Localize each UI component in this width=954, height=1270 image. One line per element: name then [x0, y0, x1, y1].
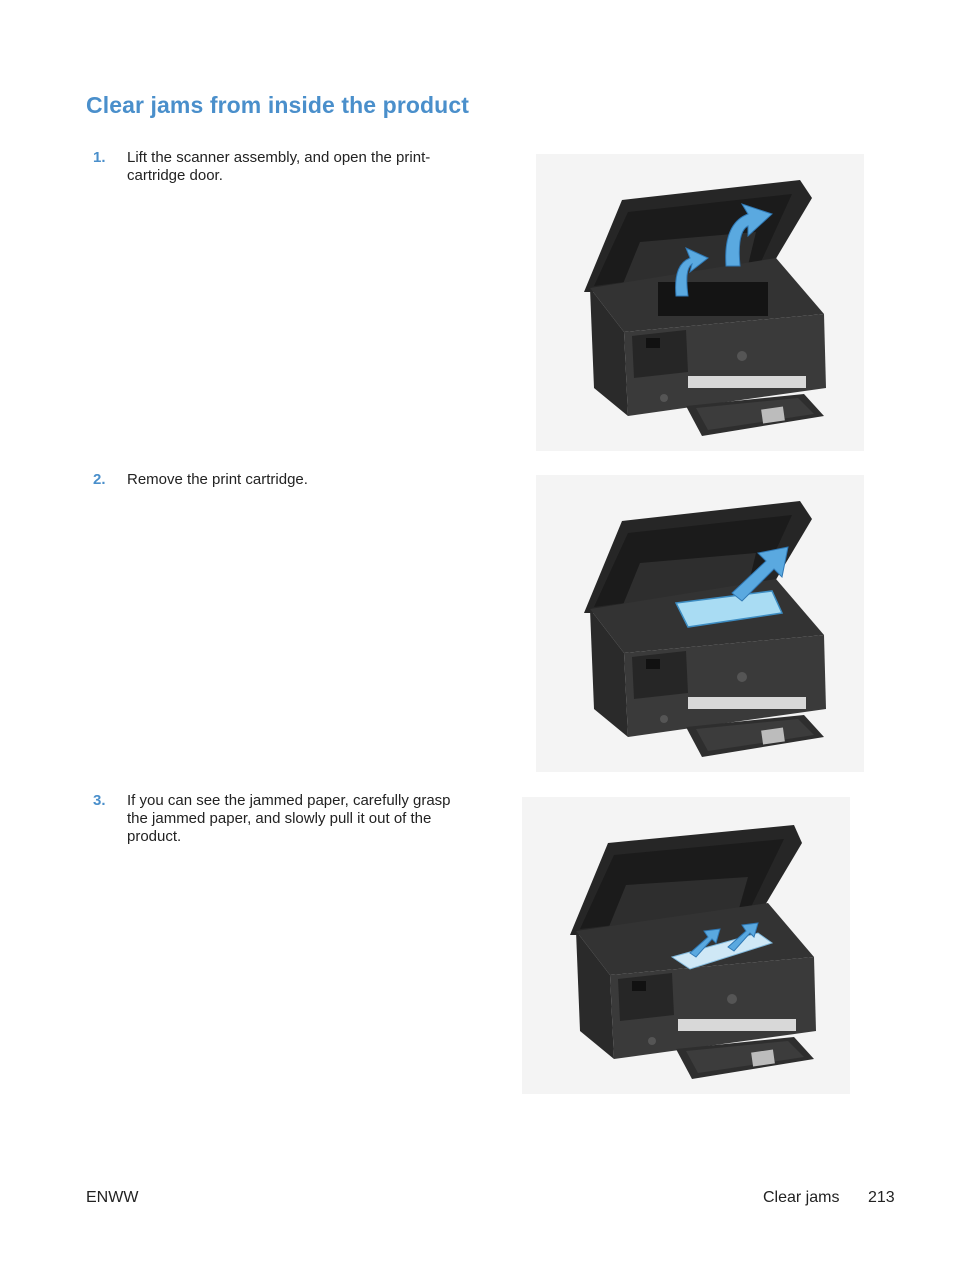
page-title: Clear jams from inside the product [86, 92, 469, 118]
step-number: 3. [93, 792, 106, 809]
step-text: Remove the print cartridge. [127, 471, 308, 488]
printer-illustration-remove-cartridge [536, 475, 864, 772]
step-text: If you can see the jammed paper, careful… [127, 792, 451, 845]
page-number: 213 [868, 1189, 895, 1206]
step-number: 1. [93, 149, 106, 166]
printer-illustration-pull-paper [522, 797, 850, 1094]
step-text: Lift the scanner assembly, and open the … [127, 149, 431, 184]
footer-left: ENWW [86, 1189, 139, 1206]
footer-section: Clear jams [763, 1189, 840, 1206]
step-number: 2. [93, 471, 106, 488]
printer-illustration-open-door [536, 154, 864, 451]
